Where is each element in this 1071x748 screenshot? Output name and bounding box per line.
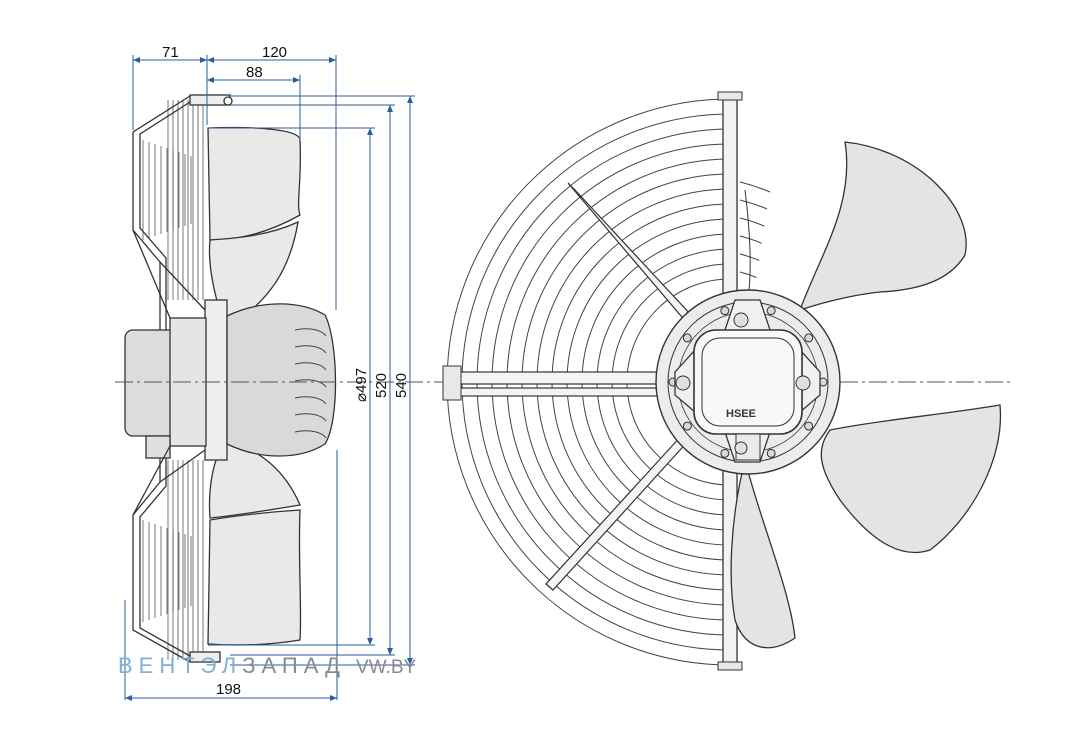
watermark-part-3: VW.BY <box>356 657 417 678</box>
terminal-box <box>124 329 178 437</box>
motor-bolt <box>766 448 776 458</box>
strut <box>132 229 171 319</box>
side-view <box>124 94 337 663</box>
mounting-foot-top <box>717 91 743 101</box>
dim-540: 540 <box>393 373 410 398</box>
rotor-fin <box>294 345 327 354</box>
guard-ribs <box>142 100 204 660</box>
cable-gland <box>145 435 171 459</box>
guard-ring-right <box>739 271 757 278</box>
watermark: ВЕНТЭЛЗАПАД VW.BY <box>118 653 416 679</box>
rotor-fin <box>294 328 327 337</box>
blade-top <box>798 141 967 312</box>
blade-right <box>820 404 1002 554</box>
dim-520: 520 <box>373 373 390 398</box>
dim-88: 88 <box>246 64 263 81</box>
motor-rotor <box>226 303 337 457</box>
motor-bolt <box>766 306 776 316</box>
motor-bolt <box>804 333 814 343</box>
upper-blade-tip <box>208 220 299 332</box>
upper-blade <box>207 126 302 241</box>
bolt-left <box>675 375 691 391</box>
strut <box>159 261 206 311</box>
dim-120: 120 <box>262 44 287 61</box>
bolt-bottom <box>734 441 748 455</box>
guard-ring-right <box>739 199 768 210</box>
rotor-fin <box>294 413 327 422</box>
guard-ring-right <box>739 181 771 193</box>
hub-plate <box>204 299 228 461</box>
watermark-part-2: ЗАПАД <box>242 653 347 678</box>
motor-label: HSEE <box>726 408 756 420</box>
motor-bolt <box>682 333 692 343</box>
dim-198: 198 <box>216 681 241 698</box>
blade-bottom <box>730 459 796 649</box>
guard-ring-right <box>739 217 765 227</box>
rotor-fin <box>294 379 327 388</box>
motor-bolts <box>668 306 828 458</box>
bolt-top <box>733 312 749 328</box>
guard-bottom-bracket <box>189 651 221 663</box>
bolt-right <box>795 375 811 391</box>
guard-top-bolt <box>223 96 233 106</box>
mounting-foot-bottom <box>717 661 743 671</box>
rotor-fin <box>294 362 327 371</box>
rotor-fin <box>294 396 327 405</box>
rotor-fin <box>294 430 327 439</box>
lower-blade-root <box>208 439 301 519</box>
strut <box>132 445 171 516</box>
guard-ring-right <box>739 253 760 261</box>
front-view: HSEE <box>442 91 1002 671</box>
terminal-box-lid <box>701 337 795 427</box>
rotor-fins <box>294 328 327 439</box>
motor-bolt <box>720 306 730 316</box>
dim-71: 71 <box>162 44 179 61</box>
guard-ring-right <box>739 235 763 244</box>
watermark-part-1: ВЕНТЭЛ <box>118 653 243 678</box>
blade-back-top <box>744 189 751 301</box>
dimension-arrows <box>125 57 413 701</box>
strut <box>159 449 206 483</box>
motor-bolt <box>682 421 692 431</box>
dim-diameter-497: ⌀497 <box>353 368 370 402</box>
motor-bolt <box>804 421 814 431</box>
left-clamp <box>442 365 462 401</box>
motor-bolt <box>720 448 730 458</box>
dimension-lines <box>124 55 415 700</box>
lower-blade <box>207 509 302 646</box>
